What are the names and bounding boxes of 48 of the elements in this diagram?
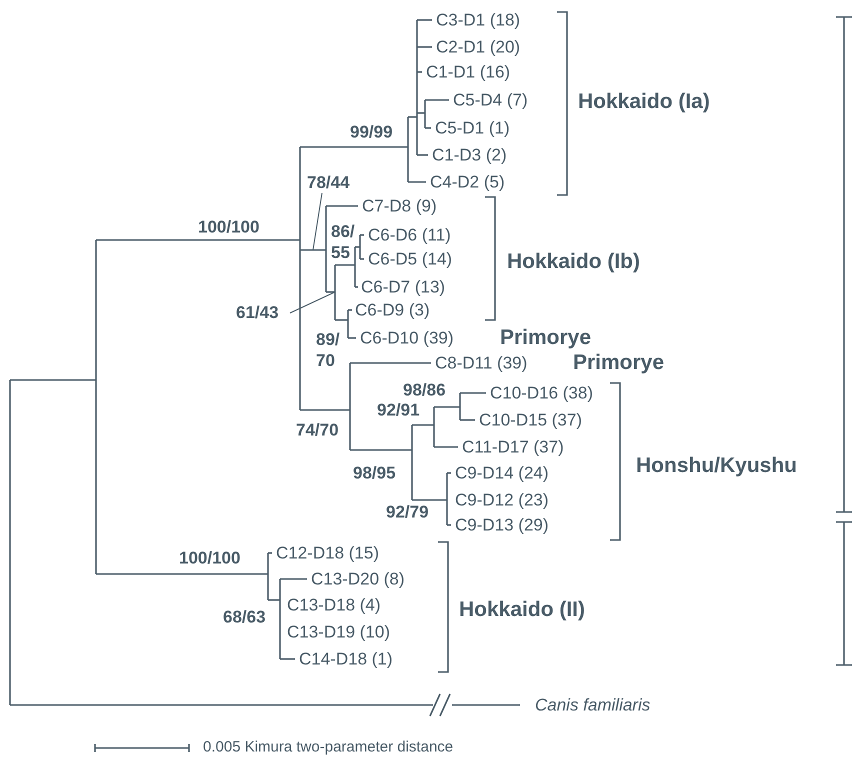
bootstrap-value: 68/63	[223, 606, 266, 628]
bootstrap-value: 100/100	[179, 547, 240, 569]
leader-line	[312, 192, 322, 250]
bootstrap-value: 99/99	[350, 121, 393, 143]
bootstrap-value: 92/79	[386, 501, 429, 523]
clade-label: Primorye	[500, 324, 592, 351]
taxon-label: C6-D6 (11)	[368, 224, 451, 246]
bootstrap-value: 98/86	[403, 379, 446, 401]
clade-label: Hokkaido (Ia)	[578, 88, 710, 115]
taxon-label: C9-D14 (24)	[455, 462, 549, 484]
taxon-label: C1-D3 (2)	[432, 144, 507, 166]
clade-label: Hokkaido (Ib)	[507, 248, 640, 275]
taxon-label: C5-D1 (1)	[435, 117, 510, 139]
taxon-label: C9-D13 (29)	[455, 514, 549, 536]
taxon-label: C9-D12 (23)	[455, 489, 549, 511]
taxon-label: C1-D1 (16)	[426, 61, 510, 83]
taxon-label: C10-D15 (37)	[479, 409, 582, 431]
taxon-label: C7-D8 (9)	[362, 195, 437, 217]
taxon-label: C13-D20 (8)	[311, 568, 405, 590]
taxon-label: C8-D11 (39)	[435, 352, 528, 374]
scale-label: 0.005 Kimura two-parameter distance	[203, 738, 454, 757]
bootstrap-value: 86/ 55	[331, 220, 356, 264]
clade-label: Hokkaido (II)	[459, 596, 586, 623]
bootstrap-value: 98/95	[353, 462, 396, 484]
taxon-label: C4-D2 (5)	[430, 171, 505, 193]
taxon-label: C3-D1 (18)	[436, 9, 520, 31]
taxon-label: C5-D4 (7)	[453, 89, 528, 111]
bootstrap-value: 74/70	[296, 419, 339, 441]
taxon-label: C10-D16 (38)	[490, 382, 593, 404]
outgroup-label: Canis familiaris	[535, 694, 650, 716]
taxon-label: C6-D9 (3)	[355, 299, 430, 321]
bootstrap-value: 100/100	[198, 216, 260, 238]
leader-line	[290, 292, 336, 314]
taxon-label: C13-D18 (4)	[287, 594, 381, 616]
clade-label: Primorye	[573, 350, 664, 376]
bootstrap-value: 61/43	[236, 303, 290, 323]
taxon-label: C14-D18 (1)	[299, 648, 393, 670]
taxon-label: C6-D5 (14)	[368, 248, 452, 270]
clade-label: Honshu/Kyushu	[636, 452, 797, 479]
taxon-label: C6-D10 (39)	[360, 327, 454, 349]
bootstrap-value: 92/91	[377, 399, 420, 421]
taxon-label: C6-D7 (13)	[361, 276, 446, 298]
taxon-label: C13-D19 (10)	[287, 621, 390, 643]
taxon-label: C12-D18 (15)	[276, 542, 379, 564]
bootstrap-value: 89/ 70	[316, 328, 341, 372]
taxon-label: C2-D1 (20)	[436, 36, 520, 58]
bootstrap-value: 78/44	[307, 173, 361, 193]
taxon-label: C11-D17 (37)	[462, 436, 564, 458]
